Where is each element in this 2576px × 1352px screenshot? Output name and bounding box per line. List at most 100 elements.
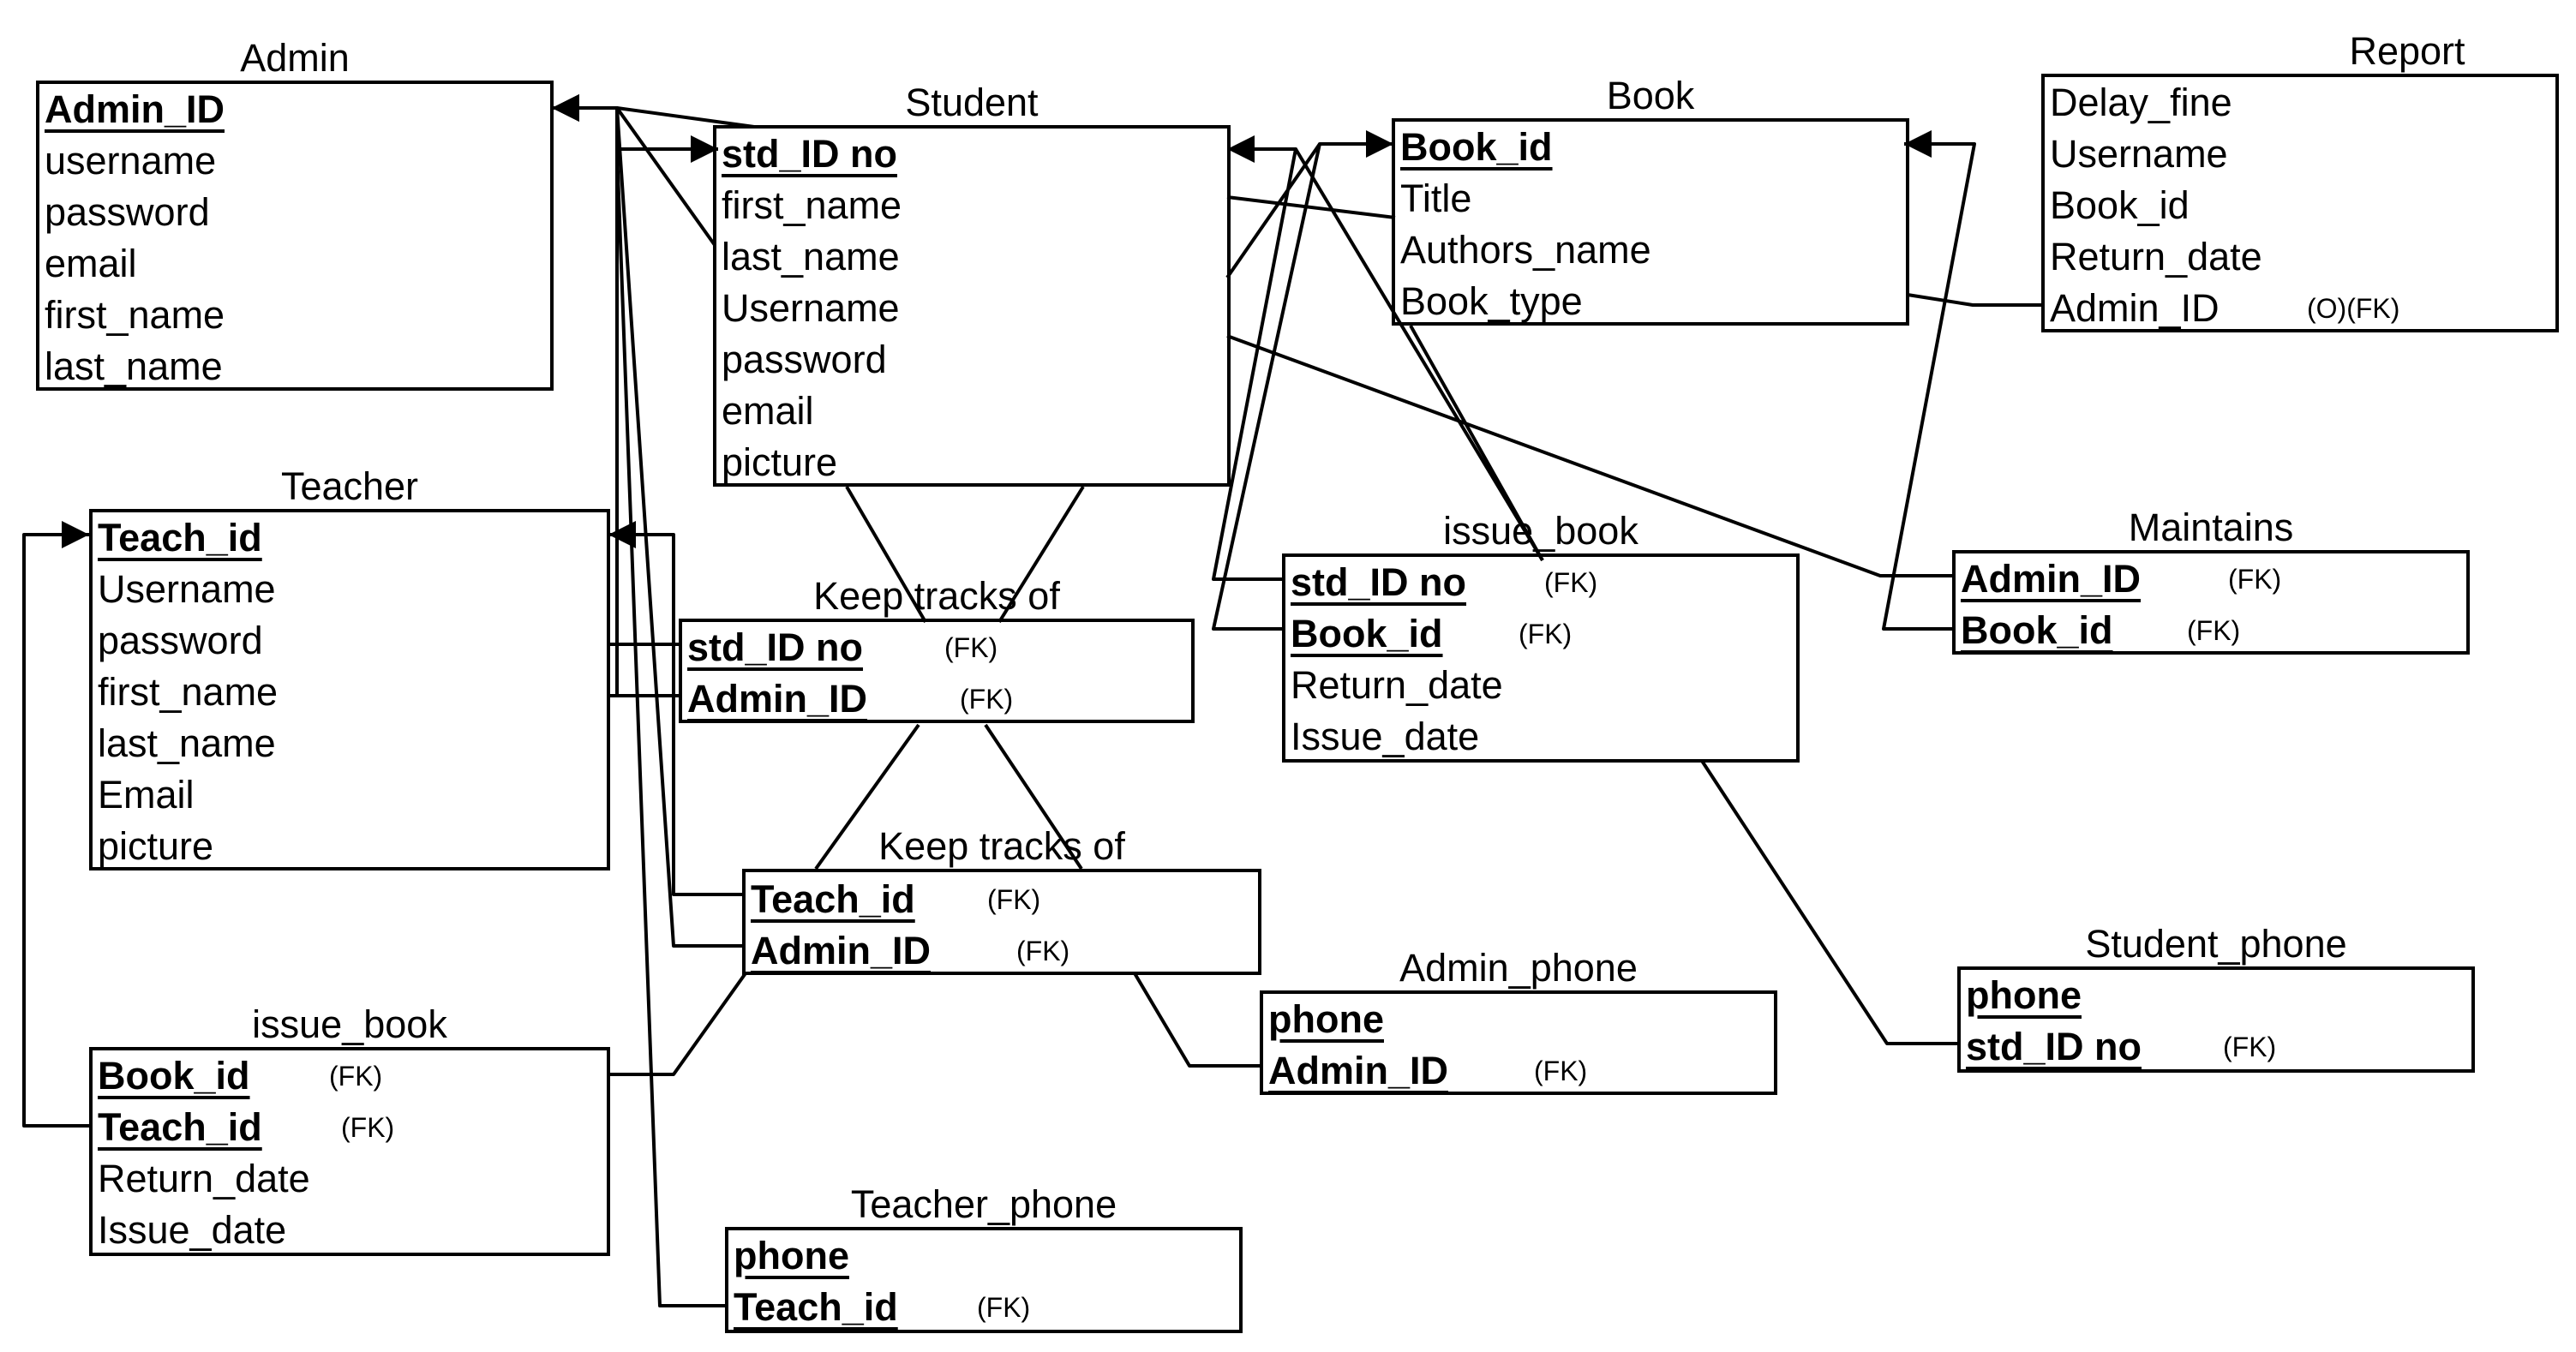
attribute-row: picture	[98, 821, 213, 872]
attribute-name: Issue_date	[98, 1208, 287, 1252]
primary-key: Admin_ID	[1961, 557, 2142, 601]
entity-title: Keep tracks of	[878, 824, 1125, 868]
entity-title: Admin	[240, 36, 350, 80]
fk-marker: (FK)	[2228, 564, 2282, 595]
attribute-row: first_name	[722, 180, 902, 231]
attribute-row: Book_id (FK)	[1291, 608, 1572, 660]
attribute-row: Book_id(FK)	[1961, 605, 2240, 656]
attribute-row: Authors_name	[1400, 224, 1651, 276]
attribute-row: std_ID no(FK)	[1966, 1021, 2276, 1073]
attribute-name: Book_id	[2050, 183, 2190, 227]
entity-title: Admin_phone	[1399, 946, 1638, 990]
attribute-row: Teach_id (FK)	[98, 1102, 394, 1153]
fk-marker: (FK)	[1519, 619, 1573, 649]
attribute-name: Email	[98, 773, 195, 817]
entity-teacher-phone: Teacher_phone phone Teach_id(FK)	[725, 1182, 1243, 1333]
primary-key: Admin_ID	[751, 929, 932, 972]
attribute-row: Admin_ID (O)(FK)	[2050, 283, 2399, 334]
attribute-name: Return_date	[2050, 235, 2262, 278]
attribute-row: std_ID no (FK)	[687, 622, 997, 673]
attribute-name: password	[98, 619, 263, 662]
entity-keep-tracks-student: Keep tracks of std_ID no(FK) Admin_ID(FK…	[679, 574, 1195, 723]
entity-title: Report	[2349, 29, 2465, 73]
entity-title: Student	[905, 81, 1039, 124]
fk-marker: (FK)	[944, 632, 998, 663]
link-adminphone-admin	[1133, 972, 1263, 1068]
attribute-name: Title	[1400, 176, 1472, 220]
attribute-row: last_name	[722, 231, 900, 283]
fk-marker: (FK)	[1016, 936, 1070, 966]
attribute-name: last_name	[45, 344, 223, 388]
entity-admin: Admin Admin_ID username password email f…	[36, 36, 554, 392]
attribute-row: Issue_date	[1291, 711, 1479, 763]
entity-book: Book Book_id Title Authors_name Book_typ…	[1392, 74, 1909, 327]
attribute-row: picture	[722, 437, 837, 488]
attribute-row: email	[722, 386, 814, 437]
primary-key: Teach_id	[751, 877, 915, 921]
attribute-name: Return_date	[1291, 663, 1503, 707]
primary-key: Book_id	[1291, 612, 1443, 655]
entity-keep-tracks-teacher: Keep tracks of Teach_id(FK) Admin_ID (FK)	[742, 824, 1261, 975]
entity-maintains: Maintains Admin_ID (FK) Book_id(FK)	[1952, 506, 2470, 656]
attribute-name: picture	[98, 824, 214, 868]
entity-title: issue_book	[1443, 509, 1638, 553]
attribute-row: Book_id	[1400, 122, 1553, 173]
fk-marker: (FK)	[341, 1112, 395, 1143]
attribute-name: email	[722, 389, 814, 433]
entity-student-phone: Student_phone phone std_ID no(FK)	[1957, 922, 2475, 1073]
attribute-row: username	[45, 135, 216, 187]
link-book-report	[1907, 293, 2045, 307]
entity-title: Teacher	[280, 464, 419, 508]
attribute-row: Title	[1400, 173, 1471, 224]
link-keep1-student	[615, 135, 718, 646]
attribute-name: username	[45, 139, 217, 182]
attribute-row: email	[45, 238, 137, 290]
primary-key: Book_id	[1400, 125, 1553, 169]
attribute-row: last_name	[45, 341, 223, 392]
attribute-row: Username	[98, 564, 276, 615]
attribute-row: Admin_ID	[45, 84, 225, 135]
attribute-name: email	[45, 242, 137, 285]
attribute-row: first_name	[98, 667, 278, 718]
attribute-name: Username	[722, 286, 900, 330]
entity-title: Book	[1606, 74, 1695, 117]
attribute-row: Delay_fine	[2050, 77, 2232, 129]
attribute-row: Teach_id(FK)	[734, 1282, 1030, 1333]
link-issueteacher-keep2	[608, 972, 747, 1076]
entity-report: Report Delay_fine Username Book_id Retur…	[2041, 29, 2559, 334]
attribute-row: Return_date	[2050, 231, 2262, 283]
attribute-row: Admin_ID (FK)	[1961, 553, 2281, 605]
attribute-name: password	[722, 338, 887, 381]
link-teacherphone-teacher	[615, 148, 728, 1307]
attribute-row: Return_date	[98, 1153, 310, 1205]
primary-key: std_ID no	[687, 625, 864, 669]
attribute-name: first_name	[722, 183, 902, 227]
attribute-row: Return_date	[1291, 660, 1503, 711]
attribute-row: Teach_id	[98, 512, 262, 564]
primary-key: Teach_id	[98, 1105, 262, 1149]
primary-key: std_ID no	[1291, 560, 1467, 604]
attribute-row: Book_type	[1400, 276, 1583, 327]
attribute-name: Return_date	[98, 1157, 310, 1200]
attribute-name: password	[45, 190, 210, 234]
fk-marker: (FK)	[1534, 1056, 1588, 1086]
attribute-name: Issue_date	[1291, 715, 1480, 758]
attribute-name: Admin_ID	[2050, 286, 2220, 330]
attribute-row: Teach_id(FK)	[751, 874, 1040, 925]
primary-key: phone	[734, 1234, 849, 1277]
attribute-name: Delay_fine	[2050, 81, 2232, 124]
attribute-row: Username	[722, 283, 900, 334]
entity-title: Maintains	[2128, 506, 2294, 549]
attribute-name: last_name	[722, 235, 900, 278]
link-student-book	[1226, 195, 1396, 219]
attribute-row: Email	[98, 769, 195, 821]
fk-marker: (O)(FK)	[2307, 293, 2400, 324]
primary-key: Admin_ID	[1268, 1049, 1449, 1092]
primary-key: Admin_ID	[45, 87, 225, 131]
attribute-row: first_name	[45, 290, 225, 341]
fk-marker: (FK)	[960, 684, 1014, 715]
primary-key: std_ID no	[1966, 1025, 2142, 1068]
primary-key: Admin_ID	[687, 677, 868, 721]
attribute-row: phone	[1268, 994, 1384, 1045]
